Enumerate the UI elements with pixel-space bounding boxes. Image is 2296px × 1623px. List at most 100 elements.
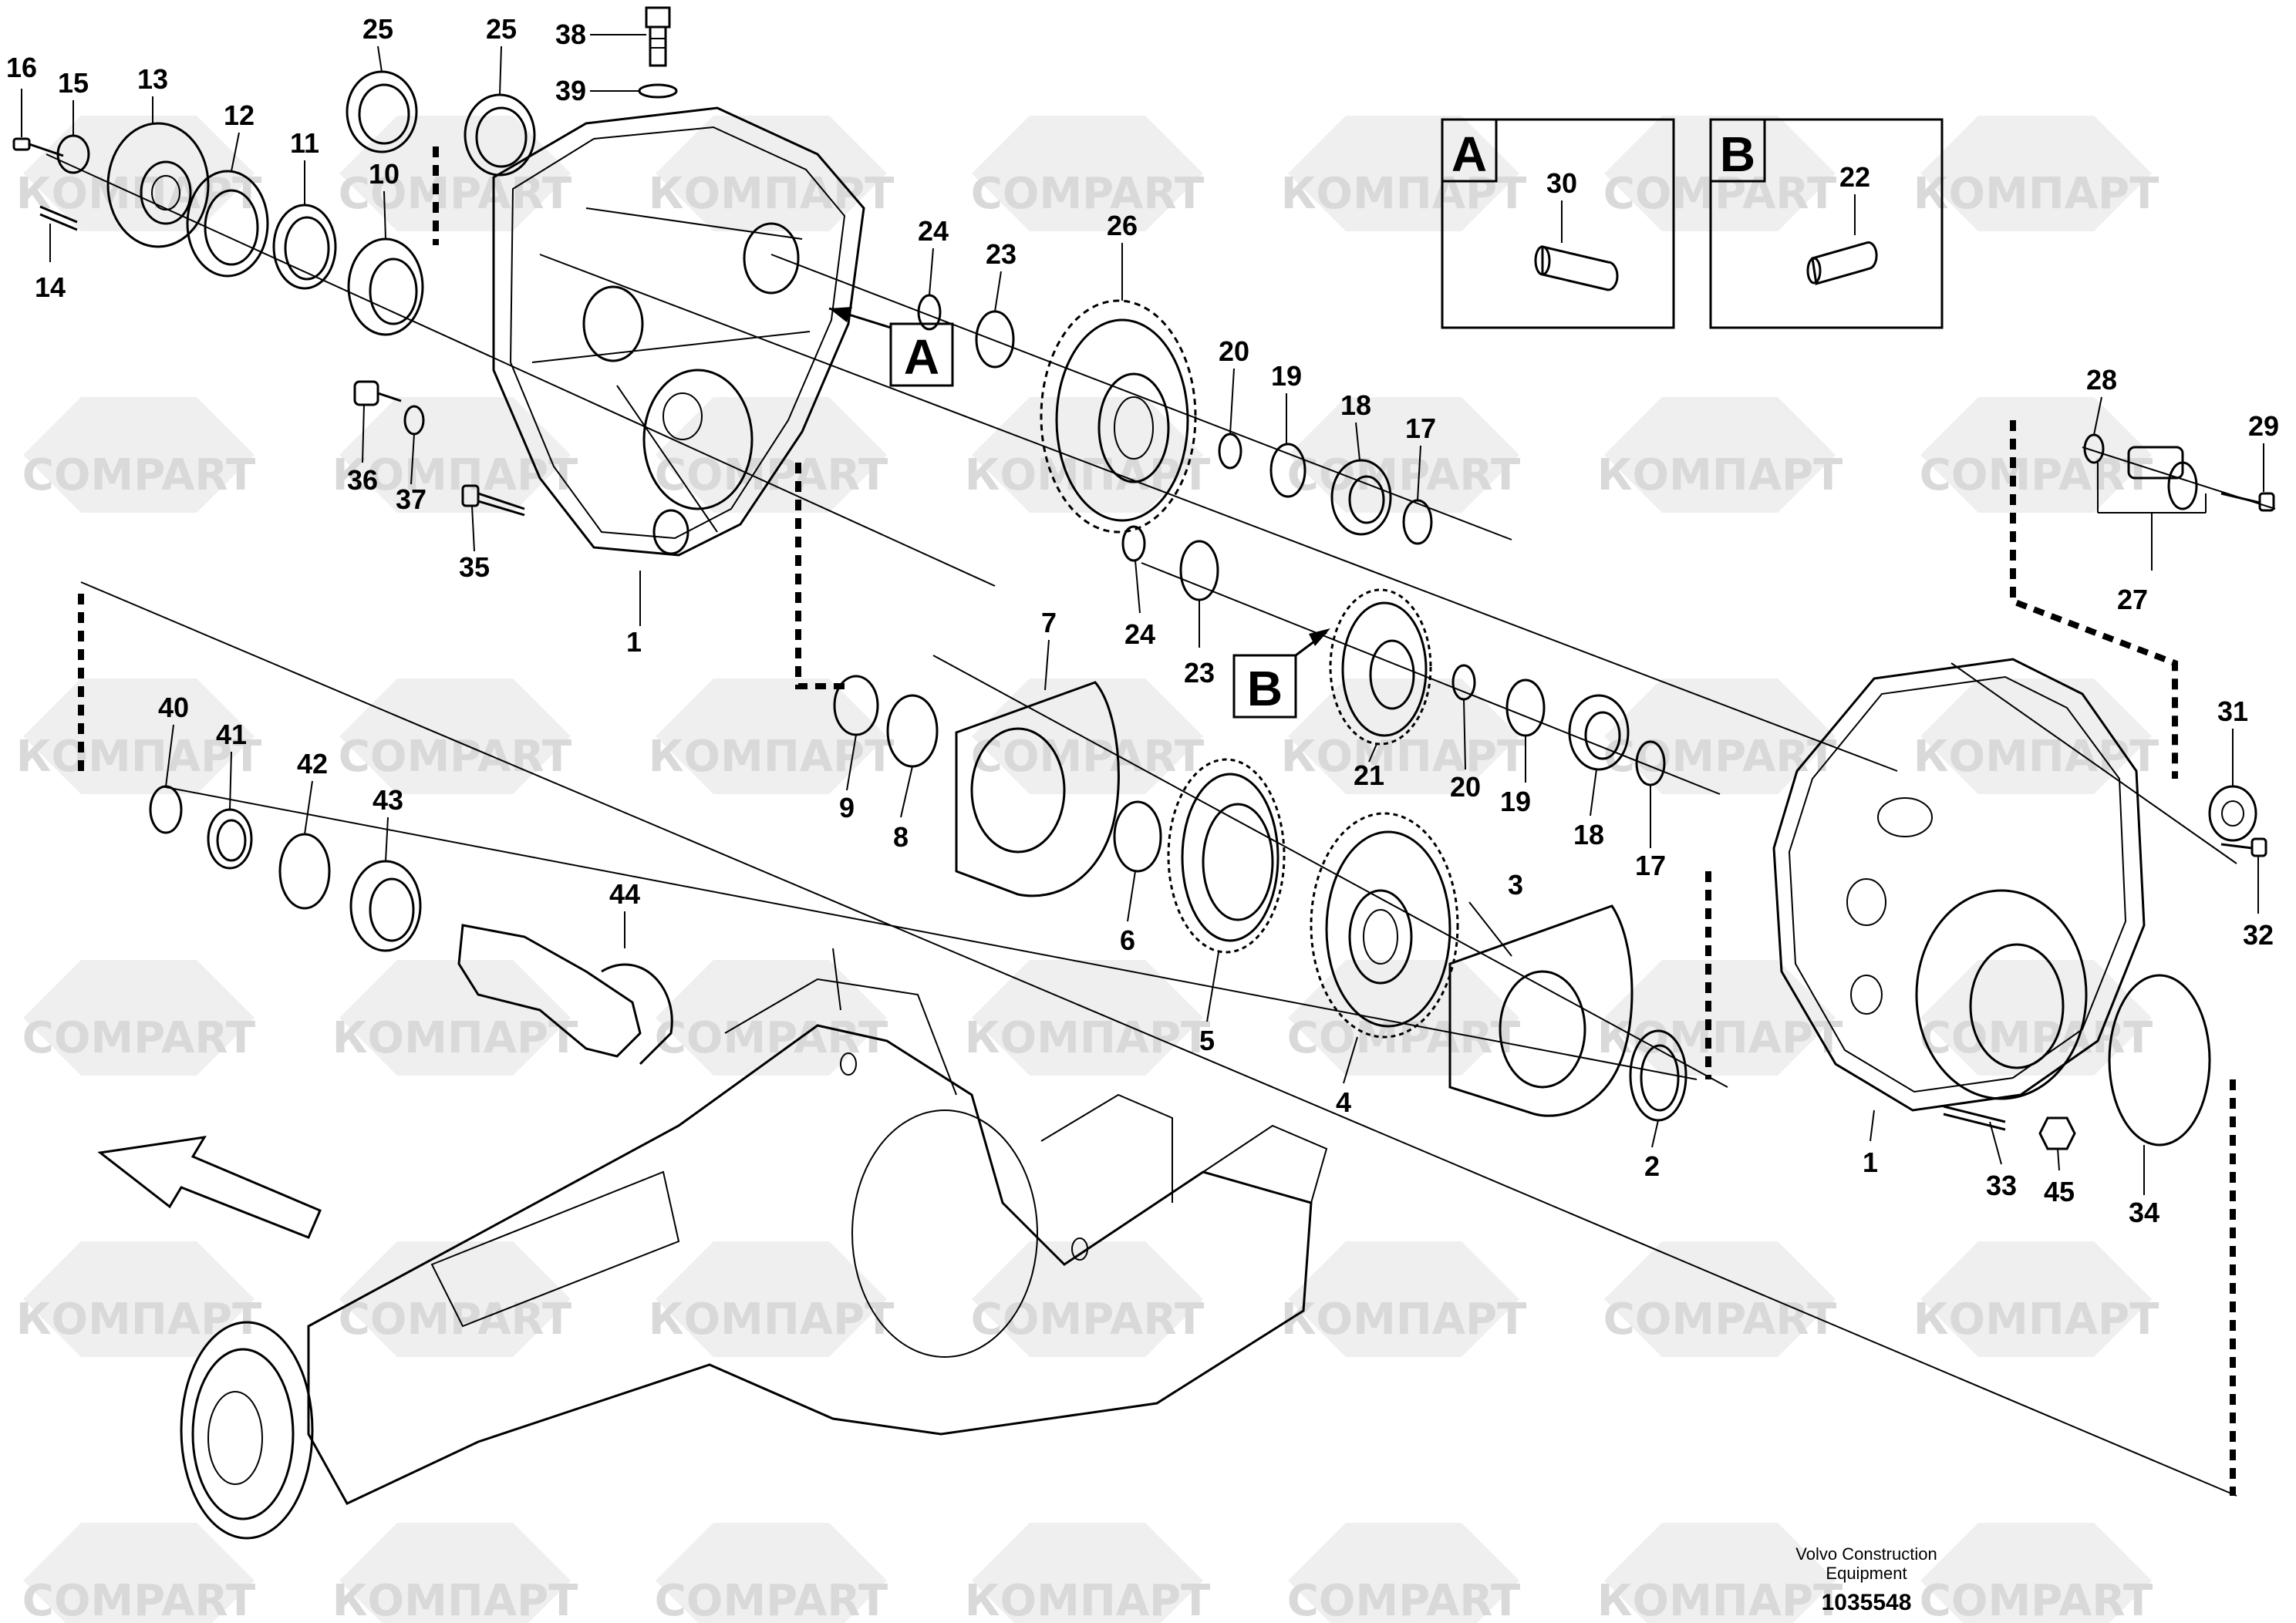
watermark-text: COMPART [1603, 732, 1836, 782]
housing-upper-1 [492, 106, 865, 557]
part-label: 18 [1340, 389, 1371, 421]
watermark-text: COMPART [971, 169, 1204, 219]
seal-12 [186, 170, 269, 278]
axis-line-long [80, 581, 2237, 1497]
part-label: 23 [1184, 657, 1215, 689]
watermark-hexagon [339, 397, 571, 513]
document-number: 1035548 [1822, 1590, 1912, 1615]
watermark-text: COMPART [1920, 1576, 2153, 1623]
part-label: 42 [297, 748, 328, 780]
part-label: 20 [1450, 771, 1481, 803]
watermark-hexagon [23, 1523, 255, 1623]
watermark-hexagon [1288, 960, 1519, 1076]
plug-36 [353, 380, 402, 406]
pin-30-icon [1534, 245, 1619, 291]
bolt-32 [2220, 837, 2267, 857]
part-label: 26 [1107, 210, 1138, 241]
watermark-hexagon [1920, 1523, 2152, 1623]
callout-box-b: B [1232, 628, 1330, 719]
watermark-text: COMPART [22, 450, 255, 500]
detail-box-b: B 22 [1709, 118, 1944, 329]
part-label: 39 [555, 75, 586, 106]
ring-42 [278, 833, 331, 910]
detail-box-b-part-number: 22 [1839, 161, 1870, 193]
watermark-text: КОМПАРТ [1913, 169, 2159, 219]
part-label: 43 [373, 784, 403, 816]
ring-23b [1179, 540, 1219, 601]
bolt-35 [461, 484, 525, 517]
circlip-24b [1121, 525, 1146, 562]
pinion-44 [457, 924, 673, 1066]
part-label: 1 [1863, 1147, 1878, 1178]
watermark-text: КОМПАРТ [332, 1576, 578, 1623]
part-label: 3 [1508, 869, 1523, 901]
part-label: 31 [2217, 695, 2248, 727]
bracket-31 [2208, 785, 2257, 842]
part-label: 35 [459, 551, 490, 583]
axle-housing [180, 948, 1328, 1540]
watermark-hexagon [1604, 1241, 1836, 1357]
part-label: 41 [216, 719, 247, 750]
watermark-text: COMPART [971, 1295, 1204, 1345]
dash-connector-sensor [2010, 420, 2178, 779]
part-label: 28 [2086, 364, 2117, 396]
part-labels: 16 15 13 12 11 10 14 25 25 38 39 24 23 2… [6, 13, 2279, 1228]
watermark-hexagon [1288, 1523, 1519, 1623]
watermark-hexagon [972, 397, 1203, 513]
housing-right-1 [1772, 658, 2146, 1112]
watermark-text: COMPART [1287, 1013, 1520, 1063]
watermark-hexagon [23, 960, 255, 1076]
credit-line-1: Volvo Construction [1795, 1544, 1937, 1564]
watermark-text: КОМПАРТ [649, 1295, 895, 1345]
gear-21 [1329, 588, 1432, 746]
callout-box-a-letter: A [904, 329, 939, 385]
ring-8 [886, 694, 939, 768]
callout-box-a: A [828, 307, 954, 387]
watermark-hexagon [656, 678, 887, 794]
part-label: 37 [396, 483, 426, 515]
shield-7 [955, 681, 1120, 897]
o-ring-34 [2108, 974, 2211, 1147]
watermark-text: COMPART [655, 450, 888, 500]
axis-line-gears-lower [932, 655, 1728, 1088]
watermark-hexagon [1604, 397, 1836, 513]
watermark-text: КОМПАРТ [1913, 1295, 2159, 1345]
part-label: 19 [1271, 360, 1302, 392]
bush-41 [207, 808, 253, 870]
watermark-hexagon [339, 1241, 571, 1357]
detail-box-a-letter: A [1451, 126, 1487, 182]
bearing-43 [349, 860, 422, 952]
watermark-text: КОМПАРТ [965, 1576, 1211, 1623]
pin-22-icon [1806, 241, 1878, 285]
watermark-hexagon [656, 1241, 887, 1357]
part-label: 45 [2044, 1176, 2075, 1207]
bearing-18b [1568, 694, 1630, 771]
watermark-text: COMPART [22, 1576, 255, 1623]
watermark-hexagon [1288, 1241, 1519, 1357]
part-label: 16 [6, 52, 37, 83]
watermark-text: КОМПАРТ [649, 732, 895, 782]
callout-box-b-letter: B [1247, 661, 1283, 716]
ring-19 [1269, 443, 1306, 498]
ring-19b [1505, 678, 1546, 737]
watermark-text: КОМПАРТ [965, 450, 1211, 500]
part-label: 27 [2117, 584, 2148, 615]
part-label: 24 [918, 215, 949, 247]
part-label: 14 [35, 271, 66, 303]
watermark-text: COMPART [1920, 1013, 2153, 1063]
ring-11 [272, 204, 337, 290]
part-label: 32 [2243, 919, 2274, 951]
part-label: 17 [1635, 850, 1666, 881]
bolt-29 [2220, 492, 2275, 512]
watermark-text: COMPART [339, 732, 571, 782]
part-label: 13 [137, 63, 168, 95]
watermark-text: КОМПАРТ [332, 450, 578, 500]
watermark-hexagon [656, 960, 887, 1076]
part-label: 19 [1500, 786, 1531, 817]
part-label: 40 [158, 692, 189, 723]
watermark-text: КОМПАРТ [1597, 450, 1843, 500]
watermark-hexagon [23, 1241, 255, 1357]
part-label: 24 [1124, 618, 1155, 650]
watermark-text: COMPART [339, 1295, 571, 1345]
watermark-hexagon [656, 116, 887, 231]
